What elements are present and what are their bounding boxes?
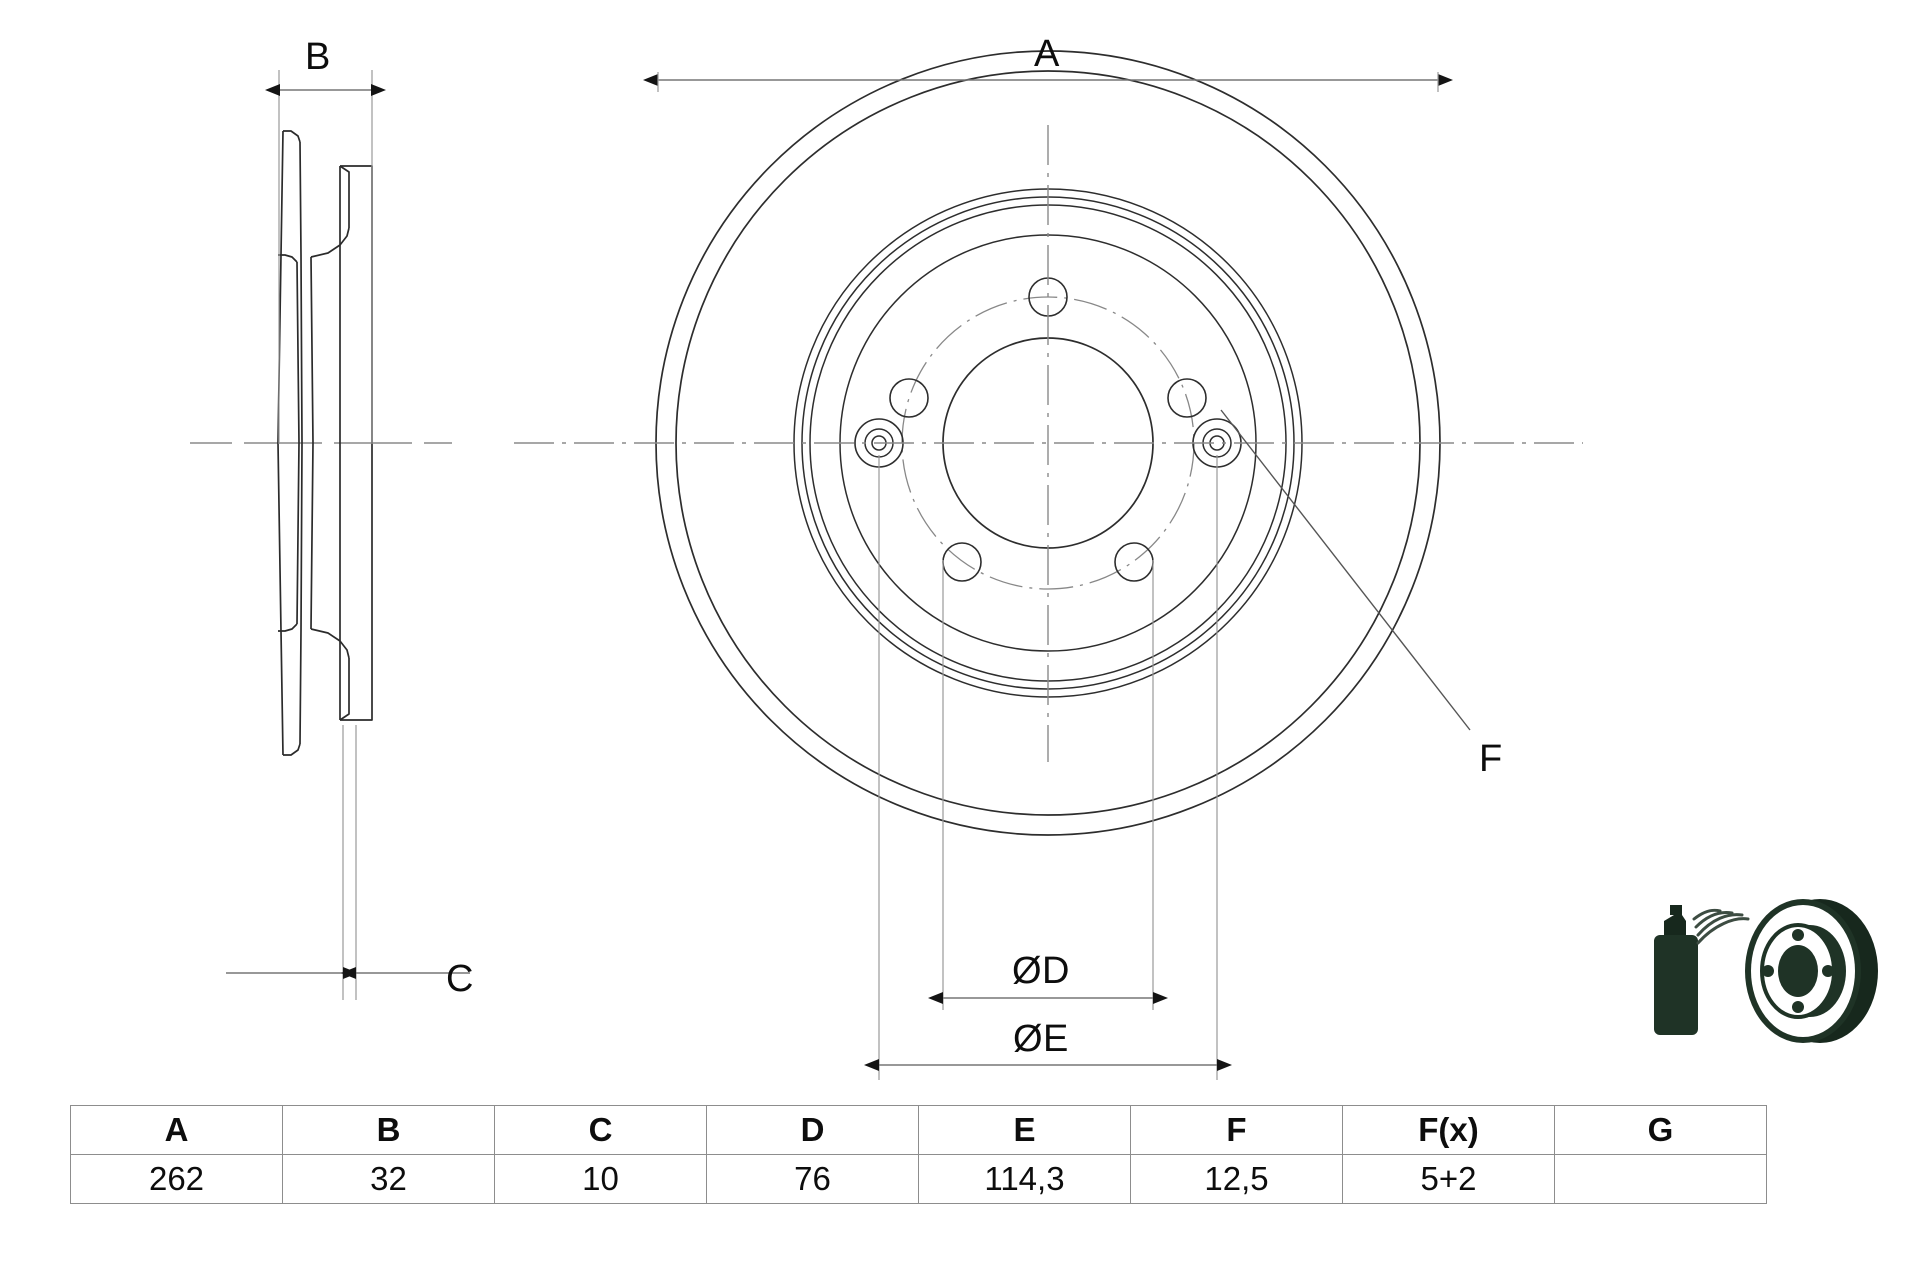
table-header-b: B (282, 1105, 495, 1155)
disc-icon-bore (1778, 945, 1818, 997)
table-value-e: 114,3 (918, 1154, 1131, 1204)
table-header-f: F (1130, 1105, 1343, 1155)
front-view-extension-lines (878, 455, 1218, 1080)
table-value-g (1554, 1154, 1767, 1204)
coated-disc-icon (1654, 899, 1878, 1043)
lug-hole (1114, 542, 1154, 582)
dimension-label-f: F (1479, 738, 1503, 780)
table-value-a: 262 (70, 1154, 283, 1204)
dimension-label-a: A (1034, 33, 1060, 75)
table-header-c: C (494, 1105, 707, 1155)
spray-can-body (1654, 935, 1698, 1035)
dimension-label-c: C (446, 958, 474, 1000)
dimension-spec-table: A B C D E F F(x) G 262 32 10 76 114,3 12… (70, 1105, 1767, 1204)
side-section-view (190, 70, 470, 1000)
table-header-e: E (918, 1105, 1131, 1155)
table-header-fx: F(x) (1342, 1105, 1555, 1155)
leader-line-f (1220, 409, 1471, 731)
lug-hole-group (889, 277, 1207, 582)
table-header-g: G (1554, 1105, 1767, 1155)
disc-icon-lug-holes (1762, 929, 1834, 1013)
spray-can-nozzle (1664, 915, 1686, 935)
table-value-d: 76 (706, 1154, 919, 1204)
table-header-row: A B C D E F F(x) G (70, 1105, 1767, 1155)
dimension-label-b: B (305, 36, 331, 78)
table-value-b: 32 (282, 1154, 495, 1204)
table-header-d: D (706, 1105, 919, 1155)
front-view (514, 50, 1583, 1080)
dimension-label-e: ØE (1013, 1018, 1069, 1060)
front-view-center-lines (514, 125, 1583, 762)
table-value-fx: 5+2 (1342, 1154, 1555, 1204)
spray-can-cap (1670, 905, 1682, 915)
spray-cone (1692, 908, 1750, 945)
table-header-a: A (70, 1105, 283, 1155)
table-value-f: 12,5 (1130, 1154, 1343, 1204)
side-view-extension-lines (278, 70, 373, 444)
dimension-line-a (643, 72, 1453, 92)
table-value-c: 10 (494, 1154, 707, 1204)
disc-ring-profile (277, 130, 303, 756)
table-value-row: 262 32 10 76 114,3 12,5 5+2 (70, 1154, 1767, 1204)
lug-hole (1167, 378, 1207, 418)
lug-hole (889, 378, 929, 418)
lug-hole (942, 542, 982, 582)
dimension-label-d: ØD (1012, 950, 1070, 992)
side-view-extension-lines-bottom (342, 725, 357, 1000)
